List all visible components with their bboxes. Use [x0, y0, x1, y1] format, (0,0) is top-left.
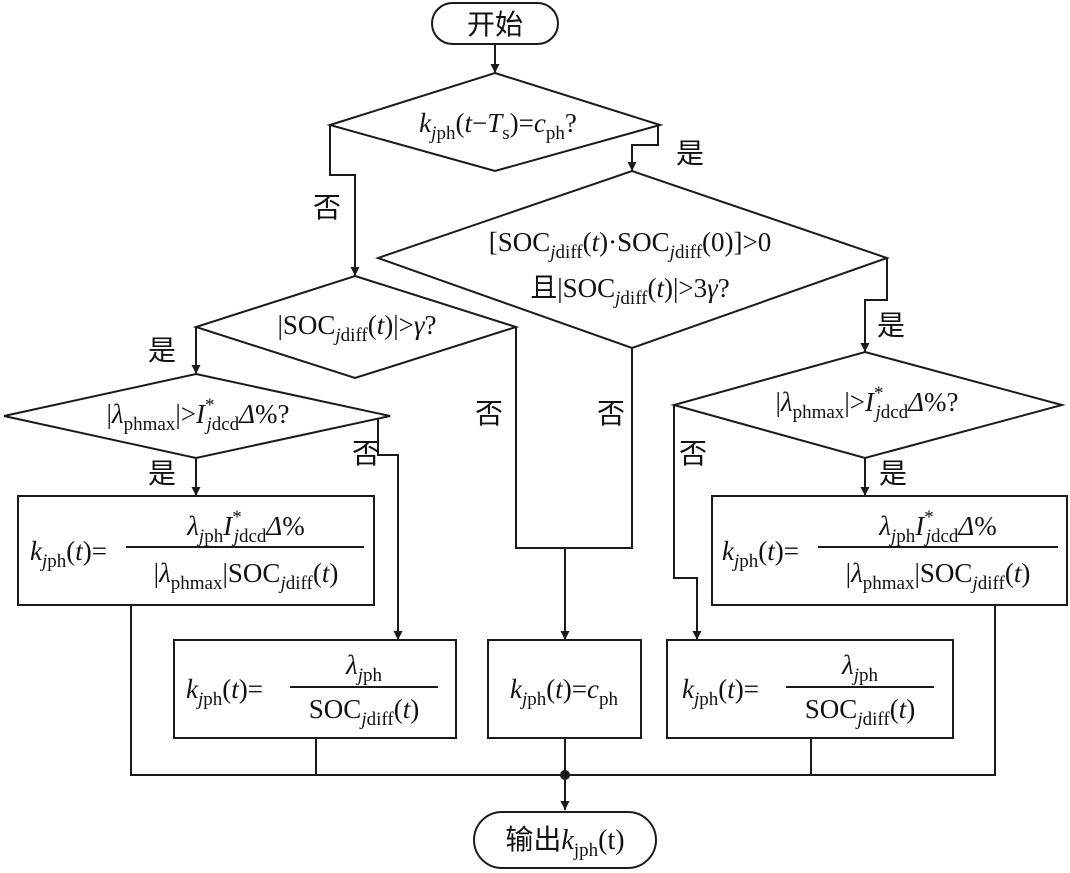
decision-d2-line1: [SOCjdiff(t)·SOCjdiff(0)]>0: [489, 227, 772, 263]
decision-d1-text: kjph(t−Ts)=cph?: [419, 108, 577, 144]
decision-d1: kjph(t−Ts)=cph?: [326, 71, 664, 173]
decision-d4: |λphmax|>I*jdcdΔ%?: [3, 372, 391, 460]
label-d1-no: 否: [313, 193, 341, 224]
p1-lhs: kjph(t)=: [30, 536, 107, 572]
edge-d1-no: [329, 125, 360, 276]
decision-d5: |λphmax|>I*jdcdΔ%?: [670, 350, 1066, 460]
p2-lhs: kjph(t)=: [186, 674, 263, 710]
p3-text: kjph(t)=cph: [510, 674, 618, 710]
edge-d5-no: [673, 405, 702, 640]
start-terminal: 开始: [431, 2, 559, 45]
p2-numerator: λjph: [345, 650, 382, 686]
edge-d2-no: [515, 327, 633, 549]
decision-d4-text: |λphmax|>I*jdcdΔ%?: [106, 395, 289, 435]
p5-denominator: |λphmax|SOCjdiff(t): [846, 558, 1031, 594]
label-d4-yes: 是: [148, 459, 176, 490]
end-label: 输出kjph(t): [505, 824, 624, 861]
label-d2-yes: 是: [877, 311, 905, 342]
label-d3-no: 否: [475, 399, 503, 430]
end-label-arg: (t): [598, 825, 624, 856]
p5-numerator: λjphI*jdcdΔ%: [878, 507, 997, 547]
p4-denominator: SOCjdiff(t): [805, 694, 915, 730]
edge-d1-yes: [627, 125, 659, 171]
decision-d2: [SOCjdiff(t)·SOCjdiff(0)]>0 且|SOCjdiff(t…: [374, 169, 891, 350]
edge-d2-yes: [860, 258, 888, 352]
p2-denominator: SOCjdiff(t): [309, 694, 419, 730]
process-p2: kjph(t)= λjph SOCjdiff(t): [173, 639, 457, 739]
process-p3: kjph(t)=cph: [487, 639, 642, 739]
end-label-text: 输出: [505, 824, 561, 856]
connectors: [130, 44, 996, 810]
start-label: 开始: [467, 9, 523, 41]
label-d1-yes: 是: [676, 139, 704, 170]
p1-denominator: |λphmax|SOCjdiff(t): [154, 558, 339, 594]
process-p1: kjph(t)= λjphI*jdcdΔ% |λphmax|SOCjdiff(t…: [17, 495, 375, 606]
decision-d5-text: |λphmax|>I*jdcdΔ%?: [775, 383, 958, 423]
end-terminal: 输出kjph(t): [473, 811, 657, 869]
p1-numerator: λjphI*jdcdΔ%: [186, 507, 305, 547]
process-p4: kjph(t)= λjph SOCjdiff(t): [666, 639, 954, 739]
label-d3-yes: 是: [148, 336, 176, 367]
end-label-var: k: [561, 825, 574, 856]
p4-lhs: kjph(t)=: [682, 674, 759, 710]
decision-d2-line2: 且|SOCjdiff(t)|>3γ?: [530, 273, 730, 309]
p4-numerator: λjph: [841, 650, 878, 686]
label-d4-no: 否: [352, 439, 380, 470]
label-d5-no: 否: [679, 439, 707, 470]
label-d2-no: 否: [597, 399, 625, 430]
decision-d3-text: |SOCjdiff(t)|>γ?: [277, 310, 436, 346]
edge-d4-no: [377, 417, 403, 640]
end-label-sub: jph: [573, 840, 599, 861]
label-d5-yes: 是: [879, 459, 907, 490]
p5-lhs: kjph(t)=: [722, 536, 799, 572]
process-p5: kjph(t)= λjphI*jdcdΔ% |λphmax|SOCjdiff(t…: [711, 495, 1068, 606]
decision-d3: |SOCjdiff(t)|>γ?: [192, 274, 520, 380]
